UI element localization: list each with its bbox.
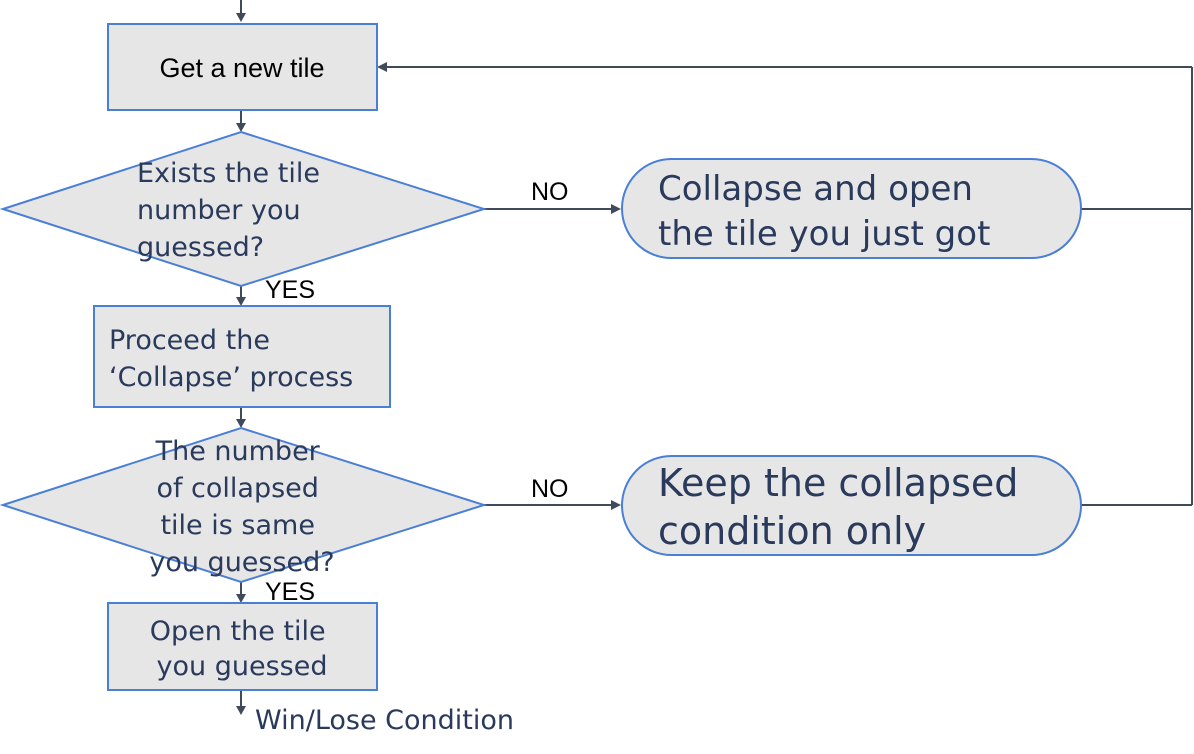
count-diamond [0,426,488,584]
node-keep-collapsed: Keep the collapsed condition only [621,455,1082,556]
proceed-line-2: ‘Collapse’ process [109,362,353,393]
arrowhead-proceed-to-count [236,419,246,428]
keep-collapsed-label: Keep the collapsed condition only [658,461,1030,553]
get-tile-box [107,23,378,111]
edge-labels: NO YES NO YES Win/Lose Condition [255,178,569,736]
arrowhead-count-to-open [236,594,246,603]
node-exists-decision: Exists the tile number you guessed? [0,130,488,288]
proceed-line-1: Proceed the [109,325,270,356]
keep-collapsed-terminal [621,455,1082,556]
count-line-1: The number [155,436,321,467]
yes-label-1: YES [265,276,315,304]
collapse-open-line-1: Collapse and open [658,169,973,209]
proceed-box [93,305,391,408]
connectors [236,0,1193,715]
keep-collapsed-line-2: condition only [658,509,926,553]
collapse-open-terminal [621,158,1082,259]
node-count-decision: The number of collapsed tile is same you… [0,426,488,584]
arrowhead-exists-no [611,204,621,214]
open-tile-label: Open the tile you guessed [150,616,334,682]
node-proceed: Proceed the ‘Collapse’ process [93,305,391,408]
proceed-label: Proceed the ‘Collapse’ process [109,325,353,393]
exists-question: Exists the tile number you guessed? [137,158,329,263]
no-label-1: NO [531,178,569,206]
exists-line-2: number you [137,195,301,226]
arrowhead-count-no [611,500,621,510]
count-line-3: tile is same [160,510,314,541]
open-tile-line-2: you guessed [157,651,328,682]
exists-line-1: Exists the tile [137,158,320,189]
node-collapse-open: Collapse and open the tile you just got [621,158,1082,259]
exists-diamond [0,130,488,288]
count-question: The number of collapsed tile is same you… [149,436,334,578]
arrowhead-open-to-end [236,706,246,715]
node-get-tile: Get a new tile [107,23,378,111]
count-line-4: you guessed? [149,547,334,578]
count-line-2: of collapsed [156,473,318,504]
node-open-tile: Open the tile you guessed [107,602,378,691]
collapse-open-label: Collapse and open the tile you just got [658,169,990,254]
exists-line-3: guessed? [137,232,264,263]
open-tile-box [107,602,378,691]
entry-arrowhead [236,13,246,22]
arrowhead-exists-to-proceed [236,297,246,306]
arrowhead-get-to-exists [236,123,246,132]
open-tile-line-1: Open the tile [150,616,326,647]
end-label: Win/Lose Condition [255,705,514,736]
yes-label-2: YES [265,578,315,606]
no-label-2: NO [531,475,569,503]
collapse-open-line-2: the tile you just got [658,214,990,254]
keep-collapsed-line-1: Keep the collapsed [658,461,1018,505]
arrowhead-return [377,62,387,72]
get-tile-label: Get a new tile [159,53,324,83]
